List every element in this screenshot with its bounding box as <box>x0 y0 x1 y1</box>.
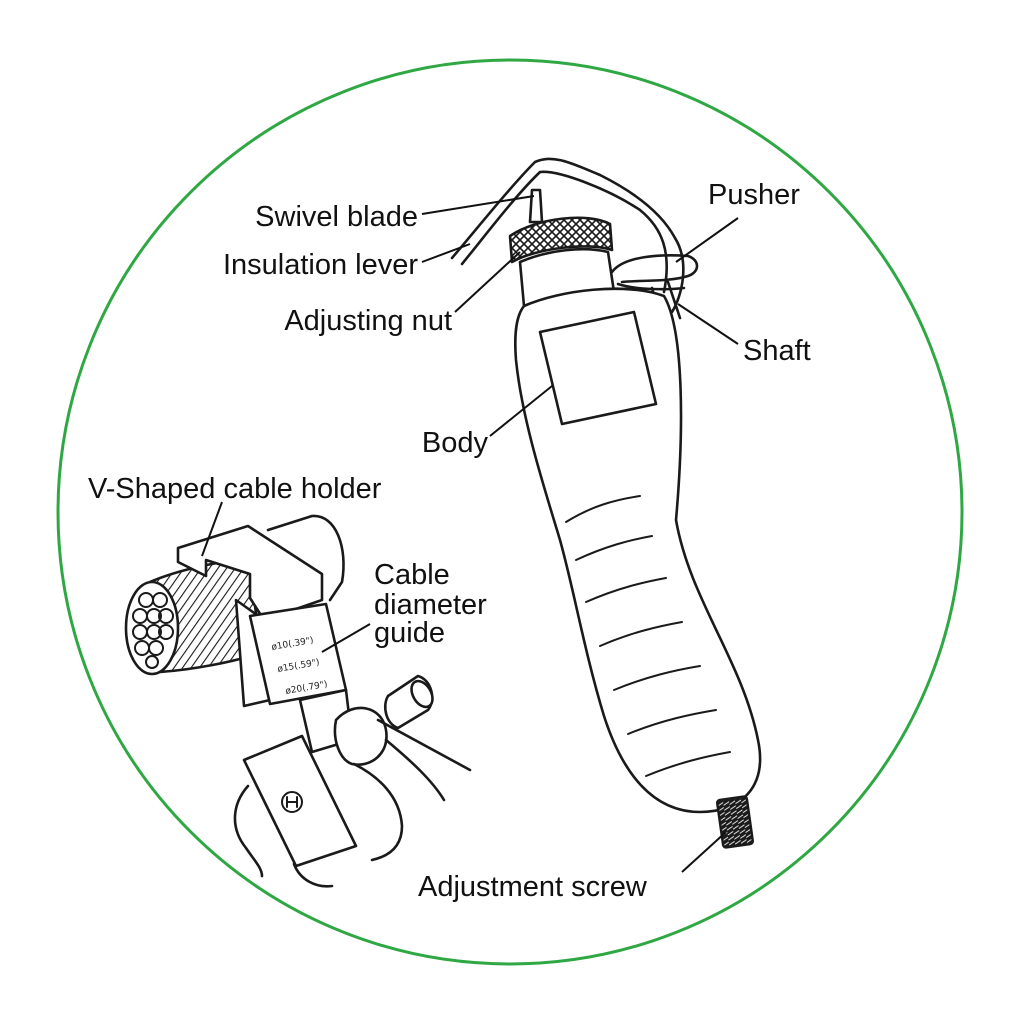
leader-insulation-lever <box>421 243 471 263</box>
adjusting-nut <box>508 216 614 264</box>
labels: Swivel blade Insulation lever Adjusting … <box>88 179 811 903</box>
brand-logo <box>281 791 303 813</box>
leader-shaft <box>677 303 739 345</box>
label-v-shaped-cable-holder: V-Shaped cable holder <box>88 473 382 505</box>
cable-end <box>124 580 180 676</box>
v-shaped-cable-holder <box>176 524 324 622</box>
stripper-lower-body <box>242 734 358 868</box>
leader-lines <box>201 195 739 873</box>
label-cable-diameter-guide-line-3: guide <box>374 617 445 649</box>
body-label-panel <box>538 310 658 426</box>
hand <box>333 706 388 766</box>
label-swivel-blade: Swivel blade <box>255 201 418 233</box>
label-adjusting-nut: Adjusting nut <box>284 305 452 337</box>
label-cable-diameter-guide-line-2: diameter <box>374 589 487 621</box>
leader-adjustment-screw <box>681 831 727 873</box>
leader-v-holder <box>201 501 223 557</box>
frame-ring <box>56 58 964 966</box>
cable-holder-detail: ø10(.39") ø15(.59") ø20(.79") <box>124 514 472 888</box>
leader-adjusting-nut <box>454 251 521 313</box>
leader-diameter-guide <box>321 623 371 653</box>
stripper-tool <box>450 157 762 849</box>
insulation-lever <box>450 157 685 314</box>
leader-body <box>489 385 553 437</box>
leader-swivel-blade <box>421 195 535 215</box>
label-cable-diameter-guide-line-1: Cable <box>374 559 450 591</box>
label-pusher: Pusher <box>708 179 800 211</box>
grip-ribs <box>565 495 731 777</box>
label-insulation-lever: Insulation lever <box>223 249 418 281</box>
label-adjustment-screw: Adjustment screw <box>418 871 648 903</box>
leader-pusher <box>675 217 739 263</box>
label-body: Body <box>422 427 489 459</box>
pusher <box>610 254 699 284</box>
label-shaft: Shaft <box>743 335 811 367</box>
swivel-blade <box>528 188 544 224</box>
adjustment-screw <box>715 795 755 849</box>
